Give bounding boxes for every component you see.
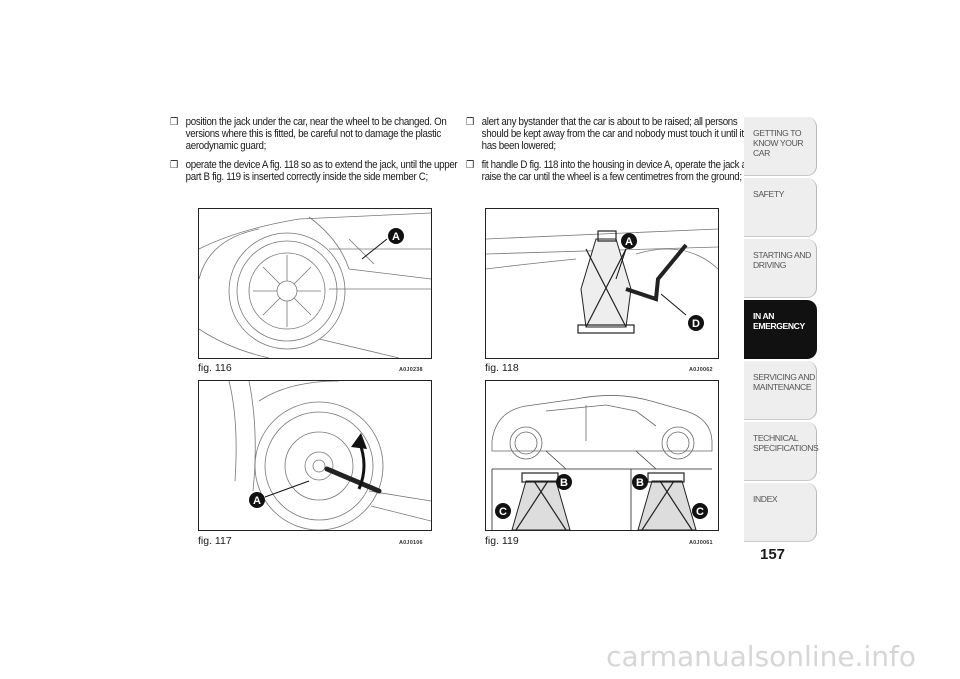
instruction-bullet: ❒ operate the device A fig. 118 so as to… <box>170 159 462 183</box>
instruction-text: fit handle D fig. 118 into the housing i… <box>481 158 758 183</box>
figure-119-illustration: B B C C <box>485 380 719 531</box>
tab-label: STARTING AND DRIVING <box>753 250 811 270</box>
figure-caption: fig. 119 <box>485 535 519 547</box>
tab-label: IN AN EMERGENCY <box>753 311 805 331</box>
instruction-text: alert any bystander that the car is abou… <box>481 116 744 153</box>
tab-in-an-emergency[interactable]: IN AN EMERGENCY <box>744 300 817 359</box>
callout-label-b: B <box>636 477 644 489</box>
callout-label-d: D <box>692 318 700 330</box>
tab-safety[interactable]: SAFETY <box>744 178 817 237</box>
checkbox-bullet-icon: ❒ <box>170 159 178 171</box>
figure-116-illustration: A <box>198 208 432 359</box>
callout-label-c: C <box>499 506 507 518</box>
page-number: 157 <box>760 546 786 563</box>
tab-label: SAFETY <box>753 189 785 199</box>
checkbox-bullet-icon: ❒ <box>466 159 474 171</box>
callout-label-a: A <box>392 231 400 243</box>
figure-caption: fig. 117 <box>198 535 232 547</box>
callout-label-b: B <box>560 477 568 489</box>
callout-label-a: A <box>625 236 633 248</box>
figure-caption: fig. 118 <box>485 362 519 374</box>
checkbox-bullet-icon: ❒ <box>170 117 178 128</box>
figure-118-illustration: A D <box>485 208 719 359</box>
figure-117-illustration: A <box>198 380 432 531</box>
figure-code: A0J0106 <box>399 540 423 546</box>
instruction-bullet: ❒ fit handle D fig. 118 into the housing… <box>466 159 758 183</box>
tab-label: TECHNICAL SPECIFICATIONS <box>753 433 819 453</box>
tab-label: GETTING TO KNOW YOUR CAR <box>753 128 804 158</box>
tab-technical-specifications[interactable]: TECHNICAL SPECIFICATIONS <box>744 422 819 481</box>
callout-label-a: A <box>253 495 261 507</box>
instruction-text: position the jack under the car, near th… <box>185 116 447 153</box>
tab-servicing-and-maintenance[interactable]: SERVICING AND MAINTENANCE <box>744 361 817 420</box>
tab-label: SERVICING AND MAINTENANCE <box>753 372 815 392</box>
checkbox-bullet-icon: ❒ <box>466 117 474 128</box>
tab-label: INDEX <box>753 494 778 504</box>
instruction-text: operate the device A fig. 118 so as to e… <box>185 158 458 183</box>
figure-caption: fig. 116 <box>198 362 232 374</box>
figure-code: A0J0061 <box>689 540 713 546</box>
watermark-text: carmanualsonline.info <box>606 640 916 673</box>
figure-code: A0J0238 <box>399 367 423 373</box>
figure-code: A0J0062 <box>689 367 713 373</box>
instruction-bullet: ❒ alert any bystander that the car is ab… <box>466 116 758 153</box>
left-column: ❒ position the jack under the car, near … <box>170 116 458 189</box>
callout-label-c: C <box>696 506 704 518</box>
tab-starting-and-driving[interactable]: STARTING AND DRIVING <box>744 239 817 298</box>
right-column: ❒ alert any bystander that the car is ab… <box>466 116 757 189</box>
tab-index[interactable]: INDEX <box>744 483 817 542</box>
instruction-bullet: ❒ position the jack under the car, near … <box>170 116 462 153</box>
tab-getting-to-know-your-car[interactable]: GETTING TO KNOW YOUR CAR <box>744 117 817 176</box>
